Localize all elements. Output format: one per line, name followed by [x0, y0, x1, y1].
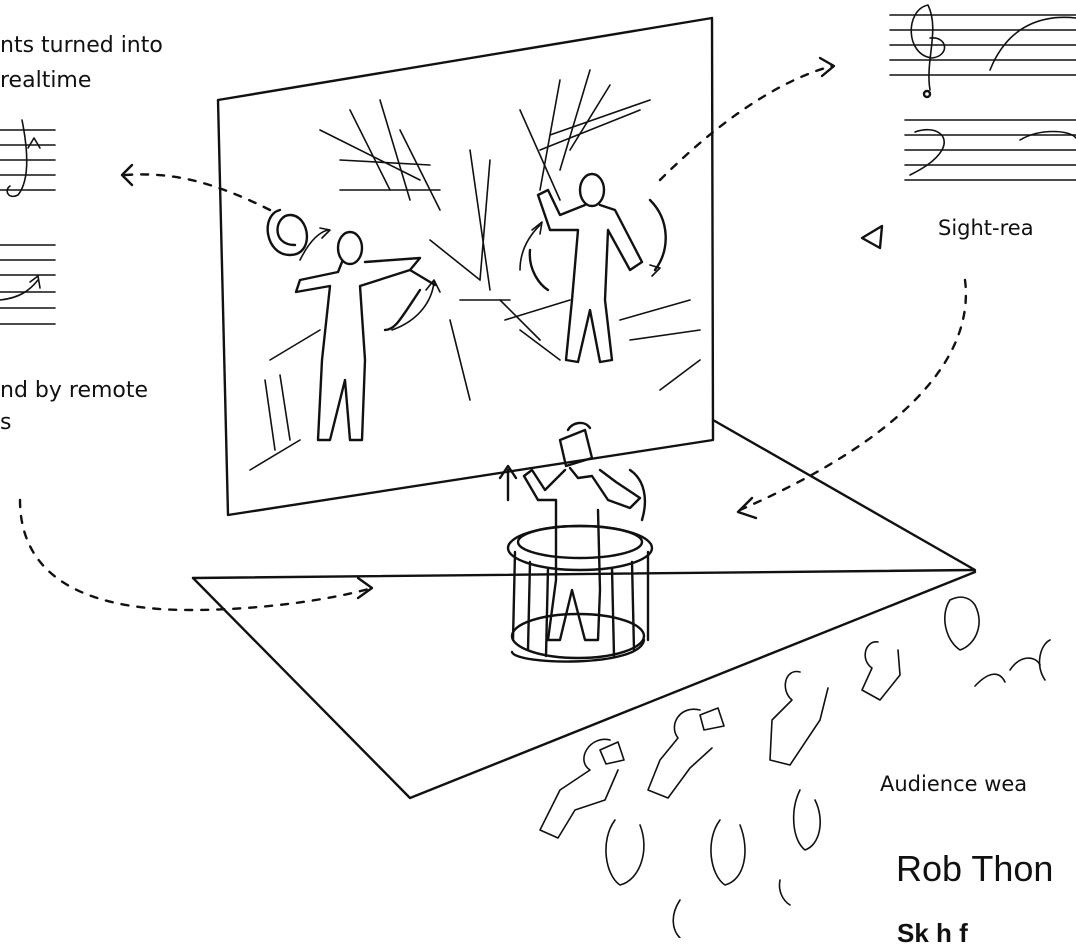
caption-sight-reading: Sight-rea: [938, 216, 1034, 240]
screen-light-rays: [250, 70, 700, 470]
left-music-staves: [0, 120, 55, 324]
right-dancer-figure: [530, 174, 666, 362]
caption-movements-line1: nts turned into: [0, 33, 163, 58]
eye-icon: [862, 226, 882, 248]
caption-audience: Audience wea: [880, 772, 1027, 796]
projection-screen: [218, 18, 713, 515]
arrow-heads: [122, 58, 834, 598]
dashed-flow-arrows: [20, 66, 966, 610]
right-music-staves: [890, 5, 1076, 180]
left-dancer-figure: [268, 210, 435, 440]
performer-cage: [508, 526, 652, 662]
caption-movements-line2: realtime: [0, 68, 91, 93]
caption-remote-line1: nd by remote: [0, 378, 148, 403]
caption-remote-line2: s: [0, 410, 11, 435]
subtitle: Sk h f: [897, 918, 968, 949]
author-name: Rob Thon: [896, 848, 1053, 890]
